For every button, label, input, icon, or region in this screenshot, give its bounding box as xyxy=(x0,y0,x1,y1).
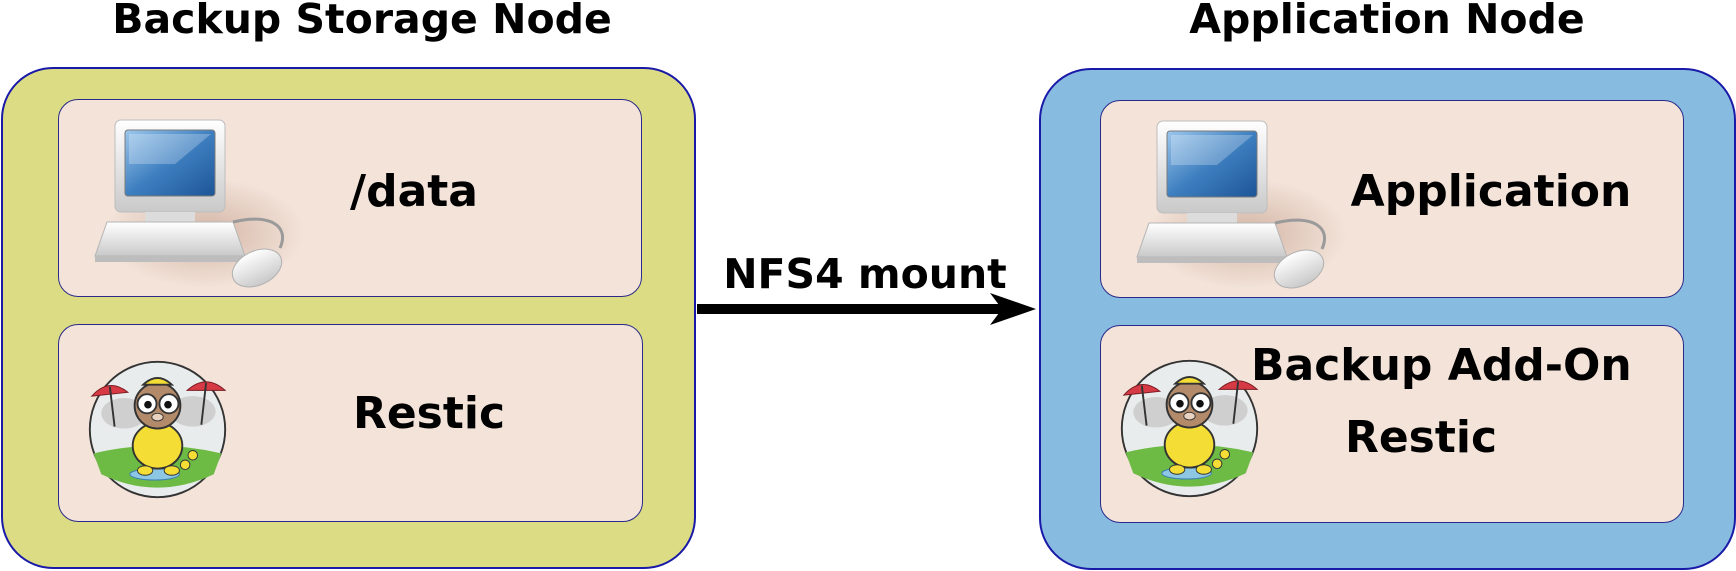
connection-arrow-line xyxy=(697,304,1017,314)
panel-data: /data xyxy=(58,99,642,297)
panel-backup-addon: Backup Add-On Restic xyxy=(1100,325,1684,523)
application-node-title: Application Node xyxy=(1189,0,1585,43)
panel-restic: Restic xyxy=(58,324,643,522)
backup-storage-node: /data Restic xyxy=(1,67,696,569)
gopher-mascot-icon xyxy=(86,358,229,501)
panel-label-restic: Restic xyxy=(1344,412,1498,463)
panel-label-data: /data xyxy=(350,166,478,217)
computer-icon xyxy=(1127,119,1347,299)
panel-label-restic: Restic xyxy=(352,388,506,439)
backup-node-title: Backup Storage Node xyxy=(112,0,612,43)
gopher-mascot-icon xyxy=(1118,357,1261,500)
application-node: Application Backup Add-On Restic xyxy=(1039,68,1736,570)
arrow-head-icon xyxy=(990,293,1036,325)
connection-label: NFS4 mount xyxy=(723,250,1007,298)
computer-icon xyxy=(85,118,305,298)
panel-label-backup-addon: Backup Add-On xyxy=(1251,340,1632,391)
panel-application: Application xyxy=(1100,100,1684,298)
panel-label-application: Application xyxy=(1350,166,1632,217)
